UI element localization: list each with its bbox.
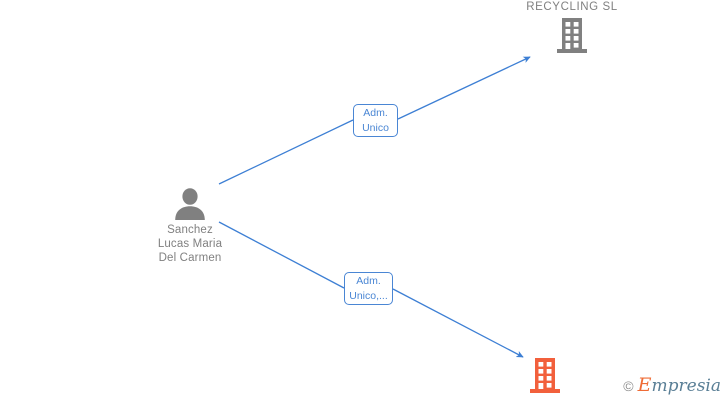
brand-initial: E: [637, 374, 652, 396]
edge-label-adm-unico-1[interactable]: Adm. Unico: [353, 104, 398, 137]
edge-label-adm-unico-2[interactable]: Adm. Unico,...: [344, 272, 393, 305]
node-label-company-recycling: RECYCLING SL: [526, 1, 618, 13]
brand-rest: mpresia: [651, 376, 722, 396]
graph-node-company-recycling[interactable]: RECYCLING SL: [522, 0, 622, 54]
edge-person-to-orange-company: [218, 221, 524, 358]
edge-person-to-recycling: [218, 56, 531, 185]
graph-node-person[interactable]: Sanchez Lucas Maria Del Carmen: [143, 188, 237, 265]
building-icon: [553, 16, 591, 54]
brand-wordmark: Empresia: [638, 376, 721, 395]
copyright-icon: ©: [623, 377, 634, 394]
watermark-empresia: © Empresia: [623, 376, 721, 395]
person-icon: [173, 188, 207, 220]
graph-node-company-orange[interactable]: [523, 356, 567, 397]
node-label-person: Sanchez Lucas Maria Del Carmen: [157, 224, 223, 264]
building-icon: [526, 356, 564, 394]
